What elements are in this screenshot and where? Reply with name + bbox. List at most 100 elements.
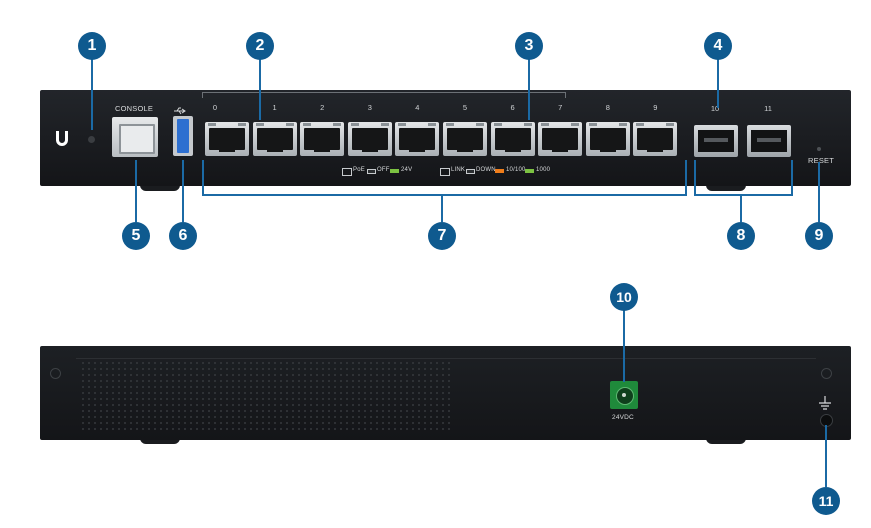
port-led: [571, 123, 580, 126]
port-latch: [504, 144, 521, 152]
poe-legend: PoE OFF 24V: [342, 167, 432, 177]
port-led: [523, 123, 532, 126]
screw-right: [821, 368, 832, 379]
port-number: 6: [510, 103, 515, 112]
back-foot-left: [140, 438, 180, 444]
legend-label: DOWN: [476, 167, 496, 173]
port-led: [238, 123, 246, 126]
port-led: [618, 123, 627, 126]
callout-7: 7: [428, 222, 456, 250]
poe-legend-title: PoE: [353, 167, 365, 173]
port-led: [428, 123, 437, 126]
sfp-port-10[interactable]: [694, 125, 738, 157]
legend-swatch: [495, 169, 504, 173]
back-foot-right: [706, 438, 746, 444]
legend-swatch: [390, 169, 399, 173]
port-number: 3: [367, 103, 372, 112]
port-latch: [361, 144, 378, 152]
port-socket: [589, 128, 626, 150]
port-led: [208, 123, 216, 126]
poe-group-bracket: [202, 92, 566, 98]
callout-5: 5: [122, 222, 150, 250]
port-socket: [542, 128, 579, 150]
port-number: 0: [212, 103, 218, 112]
usb-port[interactable]: [173, 116, 193, 156]
port-led: [588, 123, 597, 126]
callout-11: 11: [812, 487, 840, 515]
ethernet-port-3[interactable]: [347, 122, 392, 156]
ethernet-port-6[interactable]: [490, 122, 535, 156]
leader-4: [717, 58, 719, 108]
legend-label: 10/100: [506, 167, 526, 173]
legend-label: 1000: [536, 167, 551, 173]
reset-label: RESET: [808, 156, 835, 165]
port-socket: [399, 128, 436, 150]
ethernet-port-8[interactable]: [585, 122, 630, 156]
leader-1: [91, 58, 93, 130]
port-socket: [209, 128, 245, 150]
port-led: [446, 123, 454, 126]
port-socket: [256, 128, 293, 150]
legend-label: 24V: [401, 167, 413, 173]
port-number: 7: [558, 103, 563, 112]
front-foot-right: [706, 184, 746, 191]
port-led: [636, 123, 645, 126]
port-led: [333, 123, 342, 126]
link-legend: LINK DOWN 10/100 1000: [440, 167, 560, 177]
leader-10: [623, 310, 625, 382]
ethernet-port-7[interactable]: [538, 122, 583, 156]
port-socket: [447, 128, 483, 150]
port-number: 2: [320, 103, 325, 112]
ethernet-port-1[interactable]: [252, 122, 297, 156]
callout-10: 10: [610, 283, 638, 311]
port-number: 4: [415, 103, 420, 112]
ubiquiti-logo: [54, 130, 70, 148]
port-latch: [599, 144, 616, 152]
port-led: [255, 123, 264, 126]
port-led: [541, 123, 550, 126]
link-legend-title: LINK: [451, 167, 466, 173]
callout-6: 6: [169, 222, 197, 250]
port-latch: [266, 144, 283, 152]
leader-11: [825, 425, 827, 487]
front-foot-left: [140, 184, 180, 191]
port-latch: [409, 144, 426, 152]
port-led: [350, 123, 359, 126]
port-socket: [637, 128, 674, 150]
port-latch: [552, 144, 569, 152]
leader-8: [740, 195, 742, 222]
ethernet-port-4[interactable]: [395, 122, 440, 156]
port-led: [476, 123, 484, 126]
ethernet-port-9[interactable]: [633, 122, 678, 156]
port-led: [285, 123, 294, 126]
callout-3: 3: [515, 32, 543, 60]
power-jack[interactable]: [610, 381, 638, 409]
reset-button[interactable]: [817, 147, 821, 151]
ethernet-port-0[interactable]: [205, 122, 249, 156]
ethernet-port-5[interactable]: [443, 122, 487, 156]
port-led: [493, 123, 502, 126]
port-number: 1: [272, 103, 277, 112]
usb-icon: [173, 102, 187, 115]
screw-left: [50, 368, 61, 379]
port-number: 5: [462, 103, 468, 112]
console-port[interactable]: [112, 117, 158, 157]
port-latch: [457, 144, 473, 152]
port-led: [303, 123, 312, 126]
legend-label: OFF: [377, 167, 390, 173]
callout-1: 1: [78, 32, 106, 60]
leader-3: [528, 58, 530, 120]
callout-2: 2: [246, 32, 274, 60]
leader-2: [259, 58, 261, 120]
back-top-ridge: [76, 358, 816, 359]
port-socket: [351, 128, 388, 150]
legend-swatch: [466, 169, 475, 174]
callout-9: 9: [805, 222, 833, 250]
sfp-port-11[interactable]: [747, 125, 791, 157]
port-number: 9: [653, 103, 658, 112]
callout-4: 4: [704, 32, 732, 60]
port-latch: [314, 144, 331, 152]
vent-grille: [80, 360, 450, 430]
ethernet-port-2[interactable]: [300, 122, 345, 156]
legend-swatch: [367, 169, 376, 174]
